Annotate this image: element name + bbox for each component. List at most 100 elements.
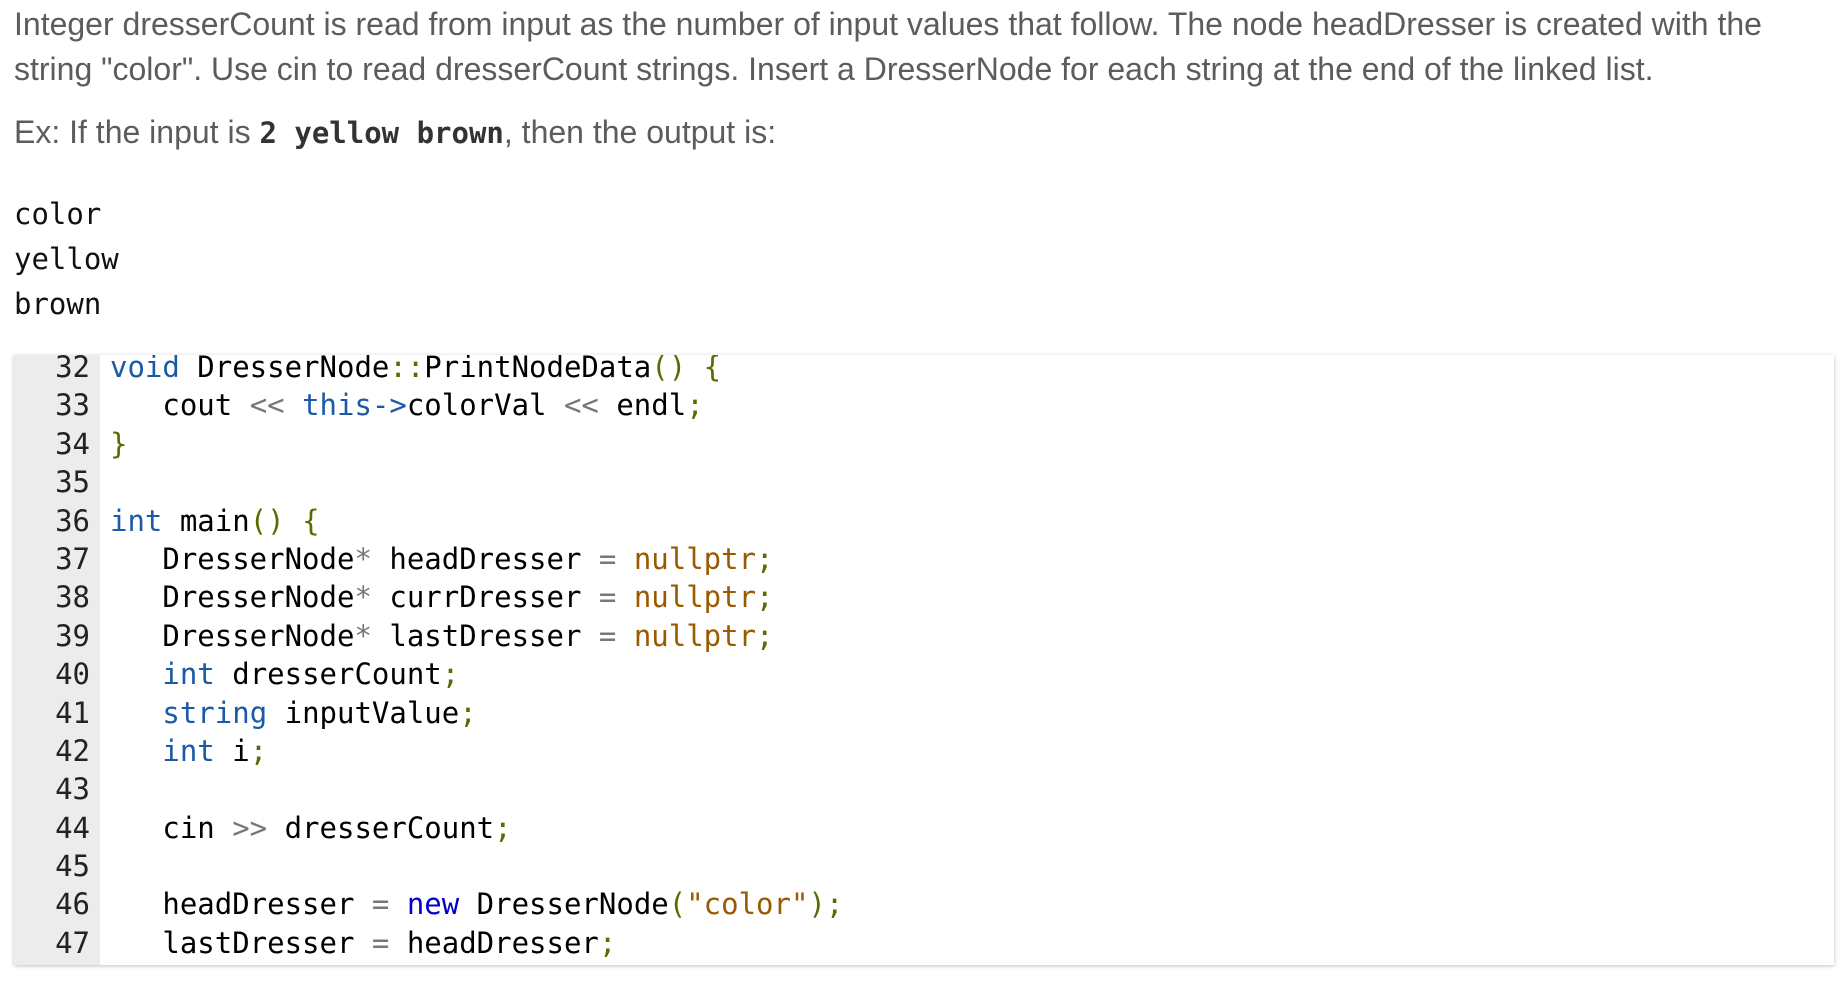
code-line[interactable]: 34}: [14, 425, 1834, 463]
code-token: *: [354, 580, 372, 615]
code-token: string: [162, 695, 268, 730]
code-line[interactable]: 36 int main() {: [14, 502, 1834, 540]
code-line[interactable]: 47 lastDresser = headDresser;: [14, 924, 1834, 962]
code-token: lastDresser: [110, 925, 372, 960]
line-number: 36: [55, 503, 90, 538]
code-text[interactable]: int main() {: [110, 502, 320, 540]
code-text[interactable]: DresserNode* headDresser = nullptr;: [110, 540, 774, 578]
code-token: DresserNode: [179, 355, 390, 384]
code-token: =: [371, 887, 390, 922]
code-token: PrintNodeData: [424, 355, 652, 384]
code-token: dresserCount: [267, 810, 495, 845]
code-token: =: [598, 541, 617, 576]
code-text[interactable]: headDresser = new DresserNode("color");: [110, 885, 843, 923]
code-text[interactable]: lastDresser = headDresser;: [110, 924, 616, 962]
code-token: endl: [598, 388, 687, 423]
code-token: void: [110, 355, 180, 384]
code-token: );: [808, 887, 844, 922]
code-token: new: [389, 887, 460, 922]
code-token: int: [162, 657, 215, 692]
code-editor[interactable]: 32 void DresserNode::PrintNodeData() {33 …: [14, 355, 1834, 965]
code-token: colorVal: [406, 388, 564, 423]
code-token: ;: [494, 810, 512, 845]
line-number-gutter: [14, 355, 100, 965]
code-text[interactable]: int i;: [110, 732, 267, 770]
code-text[interactable]: string inputValue;: [110, 694, 477, 732]
example-prefix: Ex: If the input is: [14, 114, 260, 150]
code-line[interactable]: 39 DresserNode* lastDresser = nullptr;: [14, 617, 1834, 655]
line-number: 43: [55, 772, 90, 807]
code-token: () {: [651, 355, 722, 384]
code-token: "color": [686, 887, 809, 922]
line-number: 34: [55, 426, 90, 461]
code-line[interactable]: 41 string inputValue;: [14, 694, 1834, 732]
code-token: nullptr: [616, 541, 757, 576]
code-line[interactable]: 32 void DresserNode::PrintNodeData() {: [14, 355, 1834, 386]
code-token: [110, 657, 162, 691]
code-token: =: [598, 580, 617, 615]
code-text[interactable]: int dresserCount;: [110, 655, 459, 693]
code-token: }: [110, 426, 128, 461]
code-token: i: [214, 733, 250, 768]
line-number: 44: [55, 810, 90, 845]
code-line[interactable]: 35: [14, 463, 1834, 501]
code-token: <<: [563, 388, 599, 423]
code-token: nullptr: [616, 580, 757, 615]
code-token: DresserNode: [110, 580, 355, 615]
code-text[interactable]: cin >> dresserCount;: [110, 809, 512, 847]
code-token: headDresser: [389, 925, 599, 960]
code-token: ;: [756, 618, 774, 653]
code-token: headDresser: [371, 541, 599, 576]
code-token: lastDresser: [371, 618, 599, 653]
line-number: 32: [55, 355, 90, 384]
code-token: ;: [756, 541, 774, 576]
code-token: [110, 696, 162, 730]
code-line[interactable]: 45: [14, 847, 1834, 885]
output-line: brown: [14, 287, 102, 321]
code-token: cout: [110, 388, 250, 423]
code-token: [110, 734, 162, 768]
code-token: *: [354, 618, 372, 653]
code-text[interactable]: DresserNode* lastDresser = nullptr;: [110, 617, 774, 655]
code-token: ;: [686, 388, 704, 423]
code-token: dresserCount: [214, 657, 442, 692]
line-number: 33: [55, 388, 90, 423]
code-line[interactable]: 46 headDresser = new DresserNode("color"…: [14, 885, 1834, 923]
line-number: 38: [55, 580, 90, 615]
line-number: 35: [55, 465, 90, 500]
code-token: ;: [459, 695, 477, 730]
code-token: nullptr: [616, 618, 757, 653]
example-input-code: 2 yellow brown: [259, 116, 504, 150]
output-line: color: [14, 197, 102, 231]
code-line[interactable]: 43: [14, 770, 1834, 808]
code-token: DresserNode: [110, 541, 355, 576]
code-line[interactable]: 40 int dresserCount;: [14, 655, 1834, 693]
code-token: headDresser: [110, 887, 372, 922]
code-token: =: [598, 618, 617, 653]
code-line[interactable]: 38 DresserNode* currDresser = nullptr;: [14, 578, 1834, 616]
problem-paragraph: Integer dresserCount is read from input …: [14, 6, 1762, 87]
code-text[interactable]: DresserNode* currDresser = nullptr;: [110, 578, 774, 616]
problem-description: Integer dresserCount is read from input …: [14, 2, 1814, 92]
code-token: =: [371, 925, 390, 960]
code-token: <<: [249, 388, 285, 423]
example-suffix: , then the output is:: [503, 114, 777, 150]
code-text[interactable]: void DresserNode::PrintNodeData() {: [110, 355, 721, 386]
code-text[interactable]: cout << this->colorVal << endl;: [110, 386, 704, 424]
code-line[interactable]: 37 DresserNode* headDresser = nullptr;: [14, 540, 1834, 578]
code-token: ;: [756, 580, 774, 615]
example-statement: Ex: If the input is 2 yellow brown, then…: [14, 110, 776, 156]
line-number: 45: [55, 849, 90, 884]
code-line[interactable]: 33 cout << this->colorVal << endl;: [14, 386, 1834, 424]
code-line[interactable]: 42 int i;: [14, 732, 1834, 770]
code-line[interactable]: 44 cin >> dresserCount;: [14, 809, 1834, 847]
code-token: inputValue: [267, 695, 460, 730]
code-token: *: [354, 541, 372, 576]
line-number: 47: [55, 925, 90, 960]
code-token: main: [162, 503, 250, 538]
line-number: 42: [55, 733, 90, 768]
code-text[interactable]: }: [110, 425, 127, 463]
code-token: currDresser: [371, 580, 599, 615]
code-token: this->: [284, 388, 407, 423]
